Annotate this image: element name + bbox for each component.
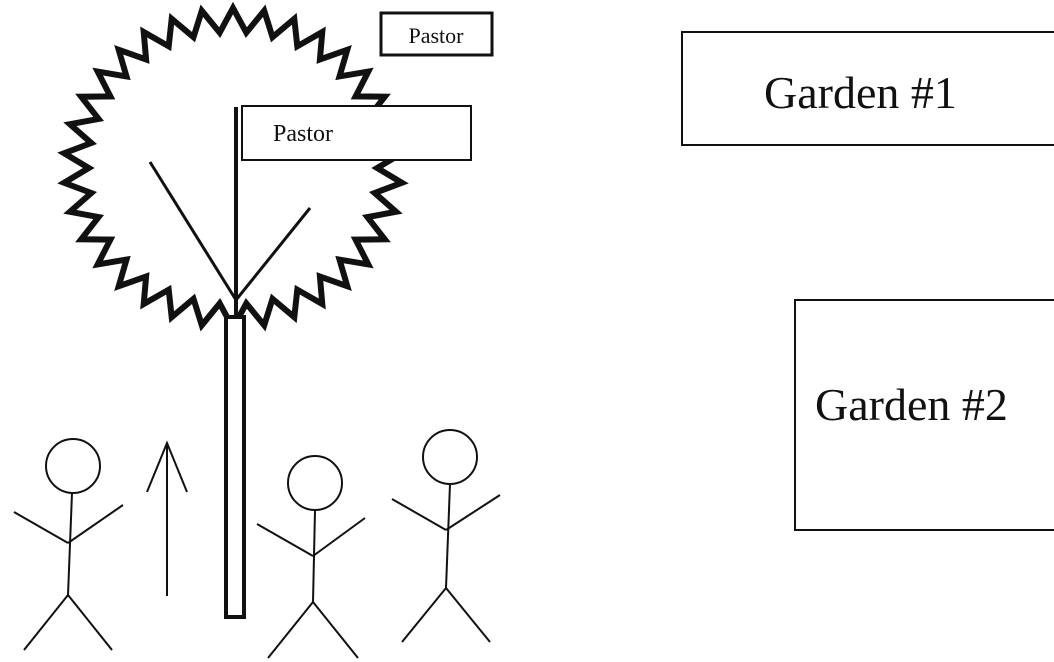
pastor-sign-large: Pastor <box>241 105 472 161</box>
garden-2-label: Garden #2 <box>815 379 1008 430</box>
tree-branch-left <box>148 161 238 301</box>
pastor-sign-small-label: Pastor <box>409 23 465 48</box>
pastor-sign-large-label: Pastor <box>273 121 333 147</box>
stick-figure-middle <box>256 455 366 659</box>
up-arrow-icon <box>146 440 188 596</box>
garden-2-box: Garden #2 <box>794 299 1054 531</box>
garden-1-box: Garden #1 <box>681 31 1054 146</box>
tree-trunk <box>224 315 246 619</box>
pastor-sign-small: Pastor <box>379 11 494 57</box>
tree-canopy <box>57 1 409 335</box>
tree-branch-right <box>234 207 312 301</box>
garden-1-label: Garden #1 <box>764 67 957 118</box>
stick-figure-right <box>391 429 501 643</box>
stick-figure-left <box>13 438 124 651</box>
